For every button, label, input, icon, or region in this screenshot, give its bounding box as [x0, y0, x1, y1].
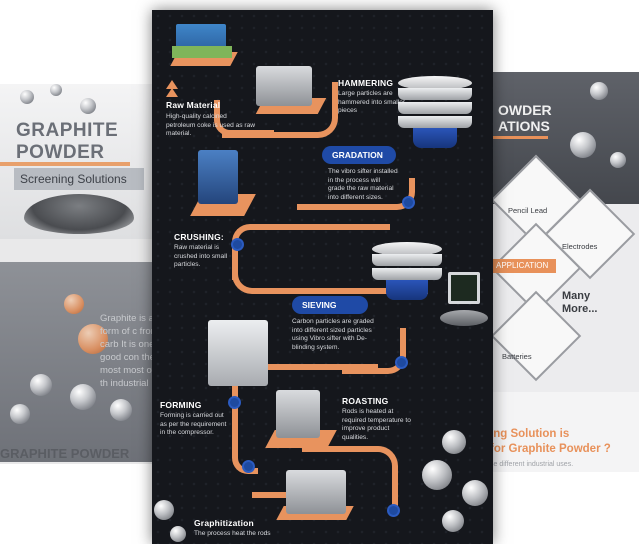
application-label: Pencil Lead	[508, 206, 548, 215]
process-path	[252, 472, 312, 498]
left-panel-body-text: Graphite is a form of c from carb It is …	[100, 313, 155, 389]
accent-bar	[490, 136, 548, 139]
step-title-roasting: ROASTING	[342, 396, 389, 406]
control-panel-icon	[448, 272, 480, 304]
molecule-icon	[442, 510, 464, 532]
question-line2: for Graphite Powder ?	[490, 443, 611, 455]
orange-molecule-icon	[64, 294, 84, 314]
step-text-crushing: Raw material is crushed into small parti…	[174, 244, 228, 269]
right-panel-title-line2: ATIONS	[498, 118, 550, 134]
right-panel-lower-section	[490, 392, 639, 472]
molecule-icon	[154, 500, 174, 520]
step-title-gradation: GRADATION	[322, 146, 396, 164]
step-arrow-icon	[166, 88, 178, 97]
molecule-icon	[442, 430, 466, 454]
compressor-icon	[208, 320, 268, 386]
process-infographic: Raw Material High-quality calcined petro…	[152, 10, 493, 544]
left-panel-title-line1: GRAPHITE	[16, 120, 119, 141]
vibro-sifter-icon	[398, 76, 472, 162]
molecule-icon	[110, 399, 132, 421]
path-node	[387, 504, 400, 517]
question-line1: ing Solution is	[490, 428, 570, 440]
process-path	[232, 364, 378, 410]
step-text-gradation: The vibro sifter installed in the proces…	[328, 168, 398, 201]
path-node	[231, 238, 244, 251]
process-path	[222, 82, 338, 138]
molecule-icon	[570, 132, 596, 158]
step-text-hammering: Large particles are hammered into smalle…	[338, 90, 406, 115]
application-label: Batteries	[502, 352, 532, 361]
molecule-icon	[50, 84, 62, 96]
molecule-icon	[70, 384, 96, 410]
path-node	[402, 196, 415, 209]
molecule-icon	[10, 404, 30, 424]
molecule-icon	[462, 480, 488, 506]
step-title-graphitization: Graphitization	[194, 518, 254, 528]
hammer-mill-icon	[256, 66, 312, 106]
path-node	[242, 460, 255, 473]
step-title-sieving: SIEVING	[292, 296, 368, 314]
sieve-disc-icon	[440, 310, 488, 326]
molecule-icon	[422, 460, 452, 490]
factory-ground	[172, 46, 232, 58]
step-title-raw-material: Raw Material	[166, 100, 221, 110]
step-title-crushing: CRUSHING:	[174, 232, 224, 242]
accent-bar	[0, 162, 130, 166]
roasting-furnace-icon	[276, 390, 320, 438]
molecule-icon	[80, 98, 96, 114]
path-node	[395, 356, 408, 369]
step-text-forming: Forming is carried out as per the requir…	[160, 412, 227, 437]
many-more-line1: Many	[562, 290, 591, 302]
molecule-icon	[590, 82, 608, 100]
powder-pile-image	[24, 194, 134, 234]
molecule-icon	[170, 526, 186, 542]
step-title-forming: FORMING	[160, 400, 202, 410]
molecule-icon	[20, 90, 34, 104]
step-text-sieving: Carbon particles are graded into differe…	[292, 318, 374, 351]
application-label: Electrodes	[562, 242, 598, 251]
graphitization-furnace-icon	[286, 470, 346, 514]
step-text-roasting: Rods is heated at required temperature t…	[342, 408, 411, 441]
right-background-panel: OWDER ATIONS Pencil Lead Electrodes APPL…	[490, 72, 639, 472]
crusher-icon	[198, 150, 238, 204]
step-text-raw-material: High-quality calcined petroleum coke is …	[166, 113, 256, 138]
process-path	[302, 446, 398, 512]
right-panel-title-line1: OWDER	[498, 102, 552, 118]
process-path	[297, 178, 415, 210]
left-panel-subtitle: Screening Solutions	[14, 168, 144, 190]
molecule-icon	[30, 374, 52, 396]
left-panel-bottom-title: GRAPHITE POWDER	[0, 446, 130, 461]
orange-molecule-icon	[78, 324, 108, 354]
step-title-hammering: HAMMERING	[338, 78, 394, 88]
path-node	[228, 396, 241, 409]
step-arrow-icon	[166, 80, 178, 89]
vibro-sifter-icon	[372, 242, 442, 322]
left-panel-title-line2: POWDER	[16, 142, 105, 163]
left-background-panel: GRAPHITE POWDER Screening Solutions Grap…	[0, 84, 155, 464]
many-more-line2: More...	[562, 303, 598, 315]
question-subtext: se different industrial uses.	[490, 461, 574, 468]
process-path	[232, 242, 428, 294]
application-banner: APPLICATION	[490, 259, 556, 273]
molecule-icon	[610, 152, 626, 168]
step-text-graphitization: The process heat the rods	[194, 530, 271, 537]
